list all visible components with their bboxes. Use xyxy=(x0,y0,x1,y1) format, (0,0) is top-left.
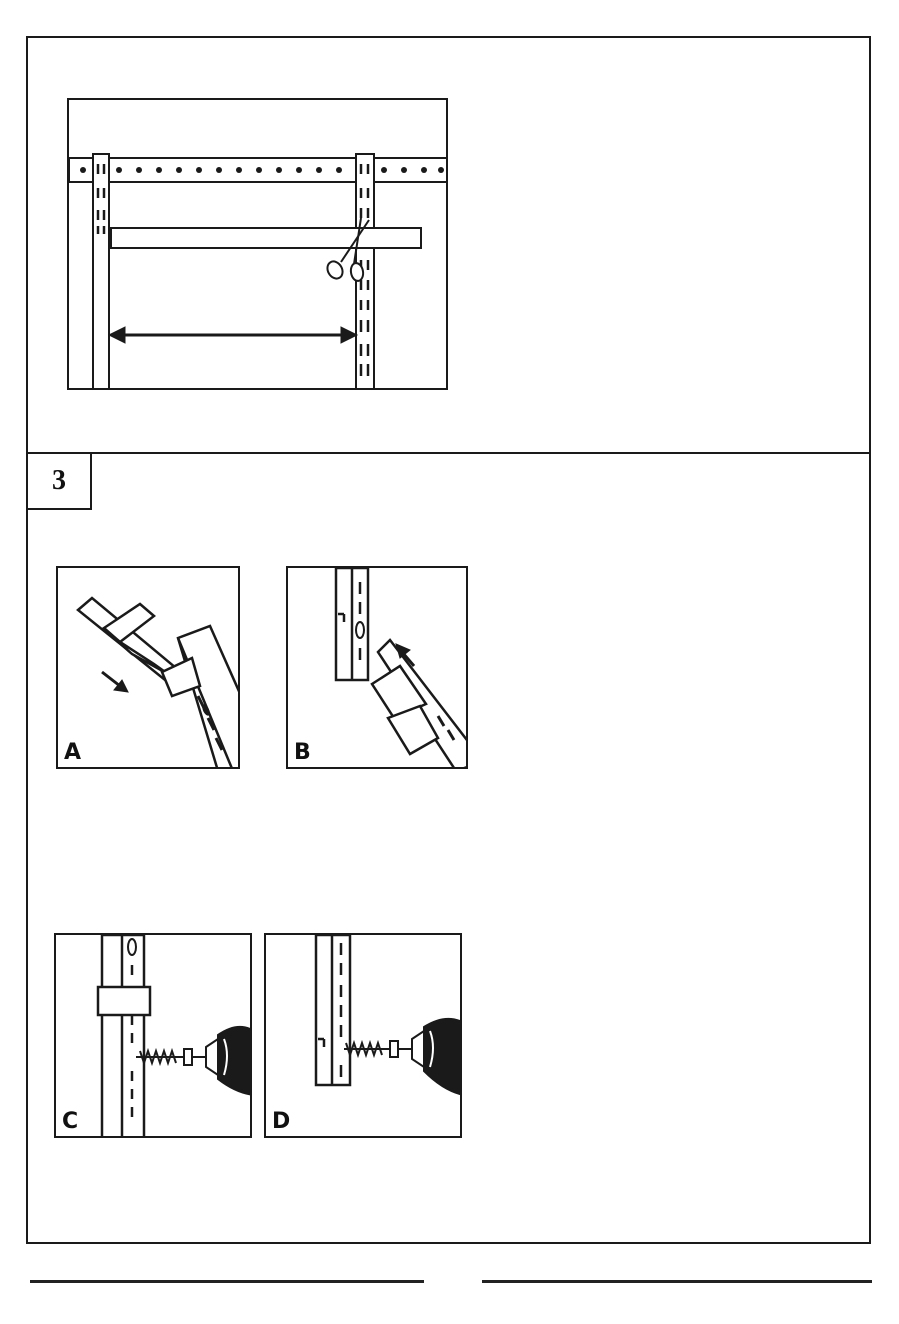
panel-label-b: B xyxy=(294,740,311,765)
drill-icon xyxy=(192,1027,252,1095)
screw-icon xyxy=(344,1041,398,1057)
panel-d: D xyxy=(264,933,462,1138)
footer-line-right xyxy=(482,1280,872,1283)
step-number: 3 xyxy=(26,452,92,510)
panel-a: A xyxy=(56,566,240,769)
section-divider xyxy=(26,452,871,454)
panel-b: B xyxy=(286,566,468,769)
drill-icon xyxy=(398,1019,462,1095)
double-arrow-icon xyxy=(109,327,357,343)
panel-label-a: A xyxy=(64,740,81,765)
panel-c: C xyxy=(54,933,252,1138)
footer-line-left xyxy=(30,1280,424,1283)
arrow-icon xyxy=(102,672,128,692)
cut-shelf-illustration xyxy=(67,98,448,390)
panel-label-d: D xyxy=(272,1109,290,1134)
panel-label-c: C xyxy=(62,1109,78,1134)
